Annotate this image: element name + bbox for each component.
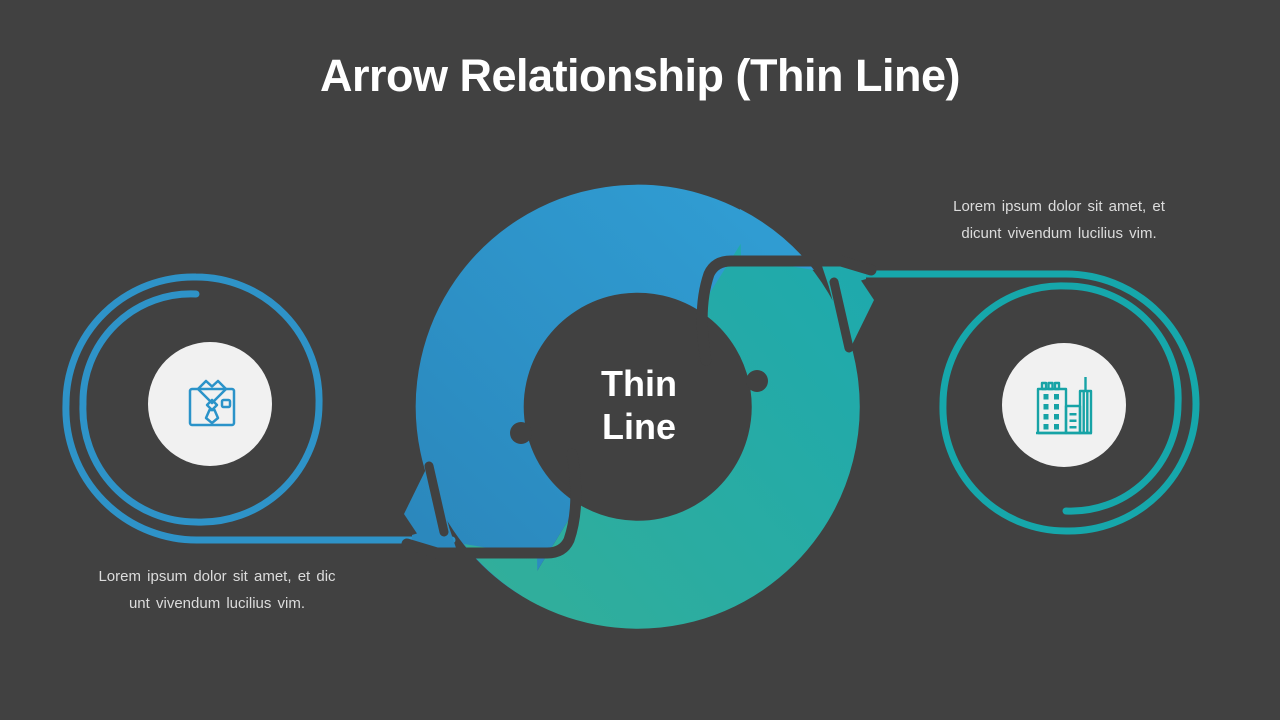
cycle-center-label: Thin Line	[539, 362, 739, 448]
right-node-circle	[1002, 343, 1126, 467]
buildings-icon	[1036, 377, 1093, 435]
slide-title: Arrow Relationship (Thin Line)	[320, 50, 960, 101]
right-caption-line1: Lorem ipsum dolor sit amet, et	[953, 198, 1165, 215]
left-item-caption: Lorem ipsum dolor sit amet, et dic unt v…	[87, 563, 347, 617]
blue-tail-wedge	[740, 209, 814, 270]
right-caption-line2: dicunt vivendum lucilius vim.	[961, 225, 1157, 242]
inner-notch-right	[746, 370, 768, 392]
right-spiral-connector	[850, 270, 1200, 535]
left-spiral-connector	[62, 273, 456, 544]
center-label-line2: Line	[601, 406, 676, 447]
left-caption-line2: unt vivendum lucilius vim.	[128, 595, 306, 612]
center-label-line1: Thin	[601, 363, 677, 404]
left-node-circle	[148, 342, 272, 466]
blue-cycle-arrow	[415, 184, 776, 597]
blue-barb-notch	[424, 461, 449, 537]
separator-top-right	[696, 255, 877, 366]
teal-cycle-arrow	[521, 232, 860, 629]
inner-notch-left	[510, 422, 532, 444]
separator-bottom-left	[401, 448, 582, 559]
teal-barb-notch	[829, 277, 854, 353]
teal-tail-wedge	[464, 544, 538, 605]
right-item-caption: Lorem ipsum dolor sit amet, et dicunt vi…	[929, 193, 1189, 247]
shirt-tie-icon	[188, 379, 236, 427]
left-caption-line1: Lorem ipsum dolor sit amet, et dic	[98, 568, 336, 585]
